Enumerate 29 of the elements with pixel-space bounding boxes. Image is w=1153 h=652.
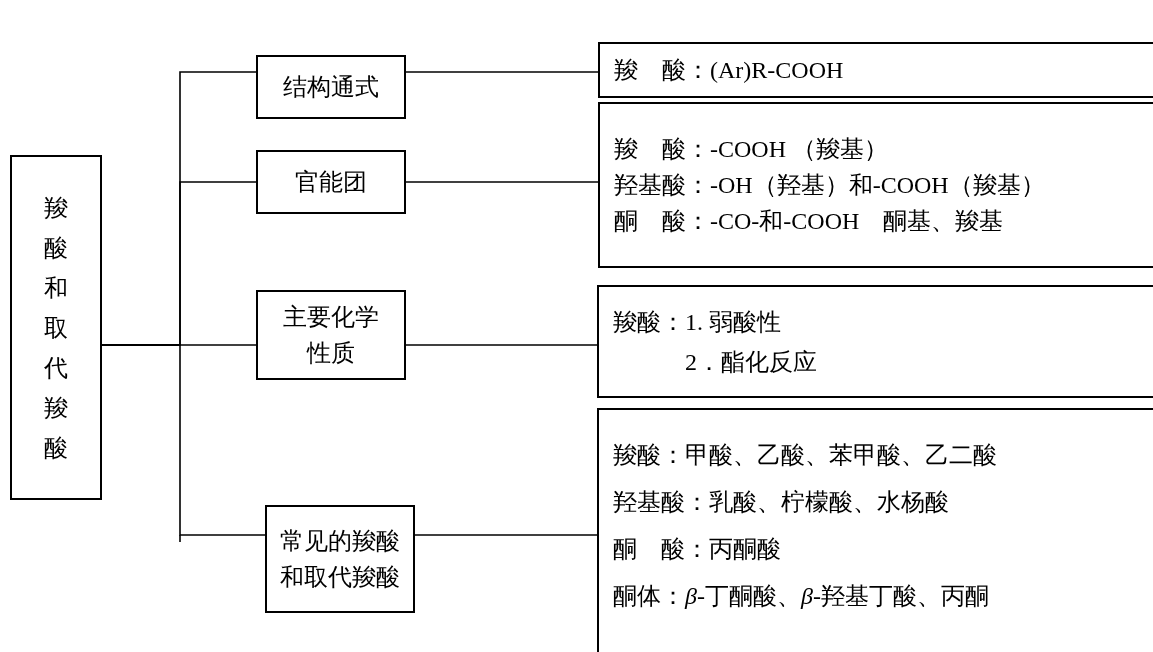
detail-text: 羟基酸：乳酸、柠檬酸、水杨酸: [613, 488, 949, 517]
category-box: [256, 55, 406, 119]
root-box: [10, 155, 102, 500]
box-label: 常见的羧酸和取代羧酸: [279, 527, 401, 592]
box-label: 羧酸和取代羧酸: [43, 193, 69, 463]
detail-text: 羧酸：1. 弱酸性: [613, 307, 781, 337]
detail-box: [597, 408, 1153, 652]
detail-text: 羧 酸：(Ar)R-COOH: [614, 56, 844, 85]
connector-line: [414, 534, 598, 536]
detail-text: 2．酯化反应: [684, 347, 817, 377]
connector-line: [405, 71, 599, 73]
detail-text: 酮体：β-丁酮酸、β-羟基丁酸、丙酮: [613, 582, 989, 611]
detail-box: [597, 285, 1153, 398]
connector-line: [101, 344, 266, 536]
category-box: [256, 150, 406, 214]
detail-text: 羧酸：甲酸、乙酸、苯甲酸、乙二酸: [613, 441, 997, 470]
detail-text: 酮 酸：丙酮酸: [613, 535, 781, 564]
category-box: [256, 290, 406, 380]
box-label: 结构通式: [283, 73, 379, 102]
connector-line: [405, 344, 598, 346]
box-label: 主要化学性质: [282, 303, 380, 368]
box-label: 官能团: [295, 168, 367, 197]
detail-text: 羧 酸：-COOH （羧基）: [614, 135, 888, 164]
detail-box: [598, 42, 1153, 98]
detail-text: 羟基酸：-OH（羟基）和-COOH（羧基）: [614, 171, 1046, 200]
connector-line: [405, 181, 599, 183]
category-box: [265, 505, 415, 613]
detail-text: 酮 酸：-CO-和-COOH 酮基、羧基: [614, 207, 1004, 236]
detail-box: [598, 102, 1153, 268]
